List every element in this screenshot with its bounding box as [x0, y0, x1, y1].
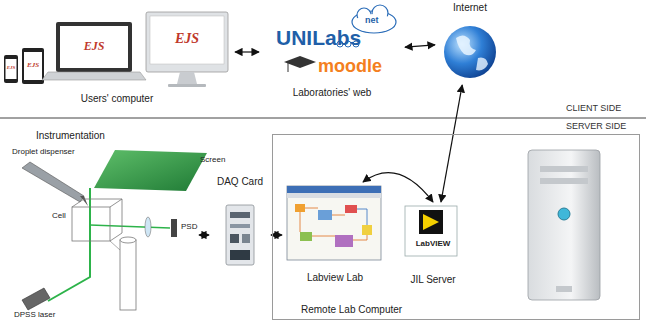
double-arrow — [441, 85, 462, 202]
node-label: JIL Server — [401, 274, 465, 286]
web-logo: UNILabs net moodleLaboratories' web — [262, 6, 402, 100]
globe: Internet — [438, 2, 502, 82]
side-label: CLIENT SIDE — [566, 104, 621, 114]
node-label: LabVIEW — [401, 239, 465, 248]
instrumentation: Instrumentation — [6, 128, 196, 323]
node-label: Laboratories' web — [262, 87, 402, 99]
device-group: Users' computer — [2, 6, 232, 106]
part-label: Droplet dispenser — [12, 148, 75, 157]
server-logo: LabVIEW JIL Server — [401, 205, 465, 287]
node-label: moodle — [318, 56, 382, 77]
part-label: PSD — [181, 223, 197, 232]
labview-window: Labview Lab — [285, 185, 385, 285]
app-logo: EJS — [60, 40, 128, 53]
node-label: Instrumentation — [36, 130, 105, 142]
part-label: Cell — [52, 212, 66, 221]
node-label: net — [365, 15, 379, 25]
node-label: Users' computer — [2, 93, 232, 105]
node-label: Labview Lab — [285, 272, 385, 284]
node-label: Internet — [438, 2, 502, 14]
app-logo: EJS — [24, 62, 42, 70]
double-arrow — [199, 234, 209, 235]
side-label: SERVER SIDE — [566, 122, 626, 132]
double-arrow — [235, 51, 259, 52]
node-label: UNILabs — [276, 26, 361, 50]
node-label: Remote Lab Computer — [301, 304, 402, 316]
double-arrow — [363, 173, 433, 202]
part-label: Screen — [200, 156, 225, 165]
daq-card: DAQ Card — [212, 176, 268, 268]
computer-panel: Remote Lab Computer Labview Lab LabVIEW JIL… — [272, 134, 640, 320]
double-arrow — [405, 45, 435, 47]
part-label: DPSS laser — [14, 311, 55, 320]
app-logo: EJS — [150, 31, 224, 46]
node-label: DAQ Card — [212, 176, 268, 188]
app-logo: EJS — [6, 65, 17, 71]
